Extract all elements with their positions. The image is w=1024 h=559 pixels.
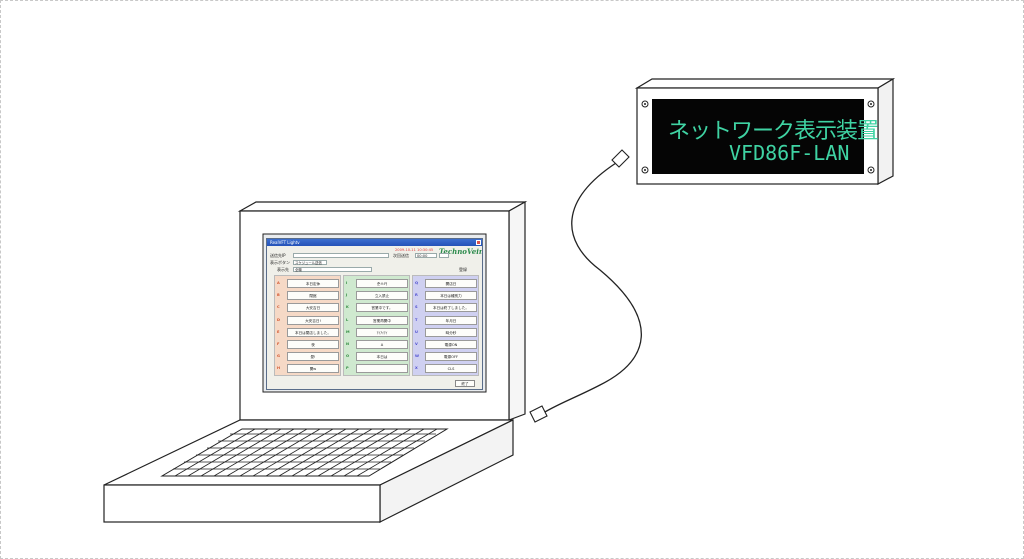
preset-key-letter: S: [415, 305, 418, 310]
time-extra-input[interactable]: [439, 253, 449, 258]
ip-input[interactable]: [293, 253, 389, 258]
button-column-3: Q 開店日 R 本日は種別力 S 本日は終了しました。 T 年月日 U 時分秒 V 電源ON W 電源OF…: [412, 275, 479, 376]
preset-button[interactable]: 開w: [287, 364, 339, 374]
preset-button[interactable]: 電源ON: [425, 340, 477, 349]
preset-button[interactable]: 大安吉日: [287, 303, 339, 313]
preset-key-letter: F: [277, 342, 280, 346]
vfd-device: [634, 77, 896, 185]
preset-button[interactable]: 夜: [287, 340, 339, 349]
preset-key-letter: A: [277, 281, 280, 285]
preset-key-letter: K: [346, 305, 349, 310]
preset-key-letter: B: [277, 293, 280, 298]
preset-key-letter: J: [346, 293, 348, 298]
keyboard-keys: [173, 428, 438, 477]
preset-button[interactable]: CLS: [425, 364, 477, 374]
schedule-send-button[interactable]: スケジュール送信: [293, 260, 327, 265]
preset-key-letter: L: [346, 317, 349, 322]
app-title: RealVFT Lightv: [270, 240, 300, 245]
preset-button[interactable]: 時分秒: [425, 327, 477, 337]
preset-button[interactable]: 年月日: [425, 315, 477, 325]
preset-key-letter: N: [346, 342, 350, 346]
app-titlebar: RealVFT Lightv: [267, 239, 482, 246]
preset-button[interactable]: 電源OFF: [425, 352, 477, 362]
preset-button[interactable]: 営業再開中: [356, 315, 408, 325]
preset-key-letter: M: [346, 329, 350, 334]
laptop-app-window: RealVFT Lightv 2009-10-11 10:30:45 Techn…: [266, 238, 483, 390]
preset-key-letter: H: [277, 366, 281, 371]
button-column-2: I 준스카 J 立入禁止 K 営業中です。 L 営業再開中 M ｱｲｱｲｱｲ N A O 本日は P: [343, 275, 410, 376]
preset-button[interactable]: 本日は: [356, 352, 408, 362]
ip-label: 送信先IP: [270, 253, 286, 258]
app-datetime: 2009-10-11 10:30:45: [395, 248, 434, 252]
preset-key-letter: D: [277, 317, 280, 322]
register-button[interactable]: 登録: [459, 267, 467, 272]
preset-button[interactable]: 昼!: [287, 352, 339, 362]
time-label: 次回送信: [393, 253, 409, 258]
preset-key-letter: T: [415, 317, 418, 322]
preset-key-letter: X: [415, 366, 418, 371]
close-icon[interactable]: [476, 240, 481, 245]
preset-key-letter: O: [346, 354, 350, 359]
lan-cable: [529, 149, 642, 423]
preset-key-letter: I: [346, 281, 348, 285]
preset-button[interactable]: 大安吉日!: [287, 315, 339, 325]
preset-key-letter: P: [346, 366, 349, 371]
preset-key-letter: W: [415, 354, 419, 359]
preset-button[interactable]: 준스카: [356, 279, 408, 288]
preset-button[interactable]: 本日は種別力: [425, 291, 477, 301]
destination-select[interactable]: 全機: [293, 267, 372, 272]
app-logo: TechnoVeins: [439, 247, 482, 256]
display-button-label: 表示ボタン: [270, 260, 290, 265]
preset-button[interactable]: 本日は終了しました。: [425, 303, 477, 313]
destination-label: 表示先: [277, 267, 289, 272]
preset-button[interactable]: 閉館: [287, 291, 339, 301]
preset-button[interactable]: 開店日: [425, 279, 477, 288]
preset-key-letter: R: [415, 293, 418, 298]
preset-button[interactable]: 本日は閉店しました。: [287, 327, 339, 337]
preset-button[interactable]: ｱｲｱｲｱｲ: [356, 327, 408, 337]
preset-button[interactable]: 立入禁止: [356, 291, 408, 301]
vfd-line-2: VFD86F-LAN: [729, 141, 850, 165]
preset-key-letter: V: [415, 342, 418, 346]
preset-key-letter: U: [415, 329, 418, 334]
time-input[interactable]: 00:00: [415, 253, 437, 258]
button-column-1: A 本日定休 B 閉館 C 大安吉日 D 大安吉日! E 本日は閉店しました。 F 夜 G 昼! H 開w: [274, 275, 341, 376]
preset-key-letter: G: [277, 354, 280, 359]
preset-key-letter: Q: [415, 281, 419, 285]
preset-button[interactable]: 営業中です。: [356, 303, 408, 313]
preset-key-letter: C: [277, 305, 280, 310]
preset-button[interactable]: 本日定休: [287, 279, 339, 288]
vfd-line-1: ネットワーク表示装置: [668, 119, 879, 144]
preset-button[interactable]: A: [356, 340, 408, 349]
preset-key-letter: E: [277, 329, 280, 334]
preset-button[interactable]: [356, 364, 408, 374]
end-button[interactable]: 終了: [455, 380, 475, 387]
